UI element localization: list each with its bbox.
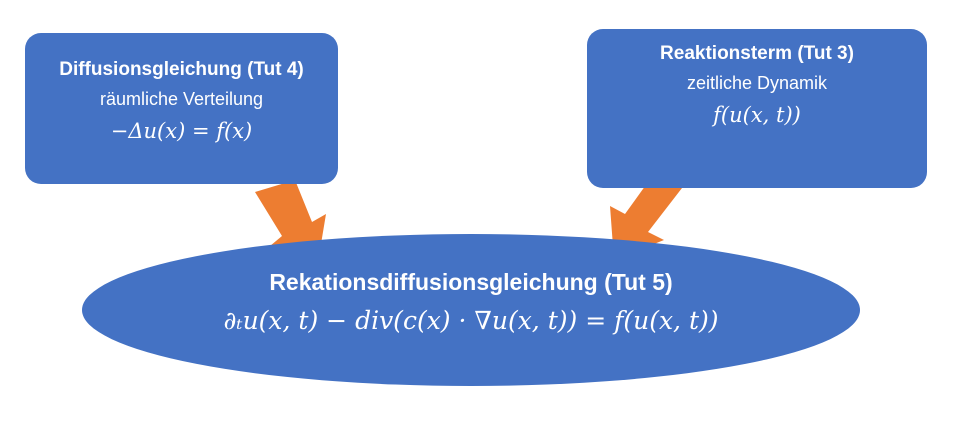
reaction-term-box: Reaktionsterm (Tut 3) zeitliche Dynamik … — [587, 29, 927, 188]
diffusion-equation-box: Diffusionsgleichung (Tut 4) räumliche Ve… — [25, 33, 338, 184]
diffusion-box-subtitle: räumliche Verteilung — [99, 89, 264, 109]
diffusion-box-formula: −Δu(x) = f(x) — [110, 119, 253, 143]
reaction-box-formula: f(u(x, t)) — [713, 103, 801, 127]
ellipse-formula: ∂ₜu(x, t) − div(c(x) · ∇u(x, t)) = f(u(x… — [223, 306, 719, 335]
reaction-diffusion-ellipse: Rekationsdiffusionsgleichung (Tut 5) ∂ₜu… — [82, 234, 860, 386]
ellipse-title: Rekationsdiffusionsgleichung (Tut 5) — [269, 269, 673, 295]
reaction-box-subtitle: zeitliche Dynamik — [686, 73, 828, 93]
diffusion-box-title: Diffusionsgleichung (Tut 4) — [59, 59, 304, 80]
reaction-box-title: Reaktionsterm (Tut 3) — [660, 43, 854, 64]
